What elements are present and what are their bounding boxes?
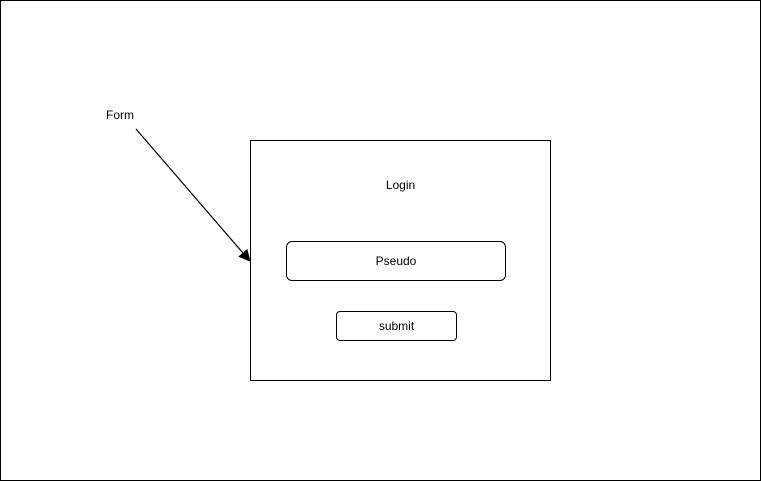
form-title: Login [385, 178, 416, 192]
submit-button[interactable]: submit [336, 311, 457, 341]
login-form-box: Login Pseudo submit [250, 140, 551, 381]
pseudo-input[interactable]: Pseudo [286, 241, 506, 281]
form-annotation-label: Form [106, 108, 134, 122]
